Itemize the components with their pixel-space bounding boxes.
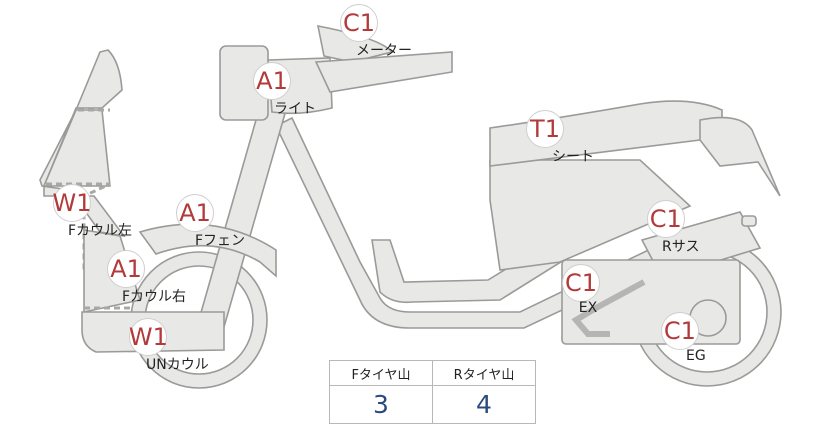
tail: [699, 116, 781, 197]
meter-label: メーター: [356, 43, 412, 59]
front-fender-tag[interactable]: A1 Fフェン: [145, 194, 245, 250]
front-cowl-left-tag[interactable]: W1 Fカウル左: [12, 184, 132, 240]
engine-label: EG: [686, 348, 706, 364]
front-cowl-right-label: Fカウル右: [122, 289, 187, 305]
rear-tire-header: Rタイヤ山: [432, 360, 536, 386]
front-cowl-right-code-badge: A1: [107, 250, 146, 288]
under-cowl-label: UNカウル: [146, 357, 209, 373]
front-cowl-left-code-badge: W1: [53, 184, 92, 222]
rear-tire-value[interactable]: 4: [432, 385, 536, 424]
seat-code-badge: T1: [526, 110, 564, 148]
front-fender-code-badge: A1: [176, 194, 215, 232]
tire-tread-table: Fタイヤ山 Rタイヤ山 3 4: [329, 360, 536, 424]
exhaust: [571, 279, 646, 337]
front-cowl-left-label: Fカウル左: [68, 223, 133, 239]
front-tire-value[interactable]: 3: [329, 385, 433, 424]
exhaust-label: EX: [578, 300, 598, 316]
seat-tag[interactable]: T1 シート: [496, 110, 594, 166]
light-code-badge: A1: [253, 62, 291, 100]
front-tire-header: Fタイヤ山: [329, 360, 433, 386]
under-panel: [371, 235, 582, 304]
under-cowl-code-badge: W1: [129, 318, 168, 356]
front-fender-label: Fフェン: [195, 233, 246, 249]
engine-code-badge: C1: [660, 312, 699, 350]
rear-suspension-label: Rサス: [662, 239, 700, 255]
rear-suspension-code-badge: C1: [646, 200, 685, 238]
handlebar: [314, 51, 453, 93]
meter-tag[interactable]: C1 メーター: [306, 4, 412, 60]
engine-tag[interactable]: C1 EG: [654, 312, 706, 364]
light-label: ライト: [274, 101, 316, 117]
light-tag[interactable]: A1 ライト: [228, 62, 316, 118]
meter-code-badge: C1: [340, 4, 378, 42]
under-cowl-tag[interactable]: W1 UNカウル: [88, 318, 209, 374]
seat-body: [489, 159, 692, 271]
exhaust-tag[interactable]: C1 EX: [562, 264, 600, 316]
tire-table-header-row: Fタイヤ山 Rタイヤ山: [329, 360, 536, 386]
front-cowl-right-tag[interactable]: A1 Fカウル右: [66, 250, 186, 306]
seat-label: シート: [552, 149, 594, 165]
tire-table-value-row: 3 4: [329, 385, 536, 424]
exhaust-code-badge: C1: [562, 264, 600, 302]
rear-suspension-tag[interactable]: C1 Rサス: [632, 200, 699, 256]
